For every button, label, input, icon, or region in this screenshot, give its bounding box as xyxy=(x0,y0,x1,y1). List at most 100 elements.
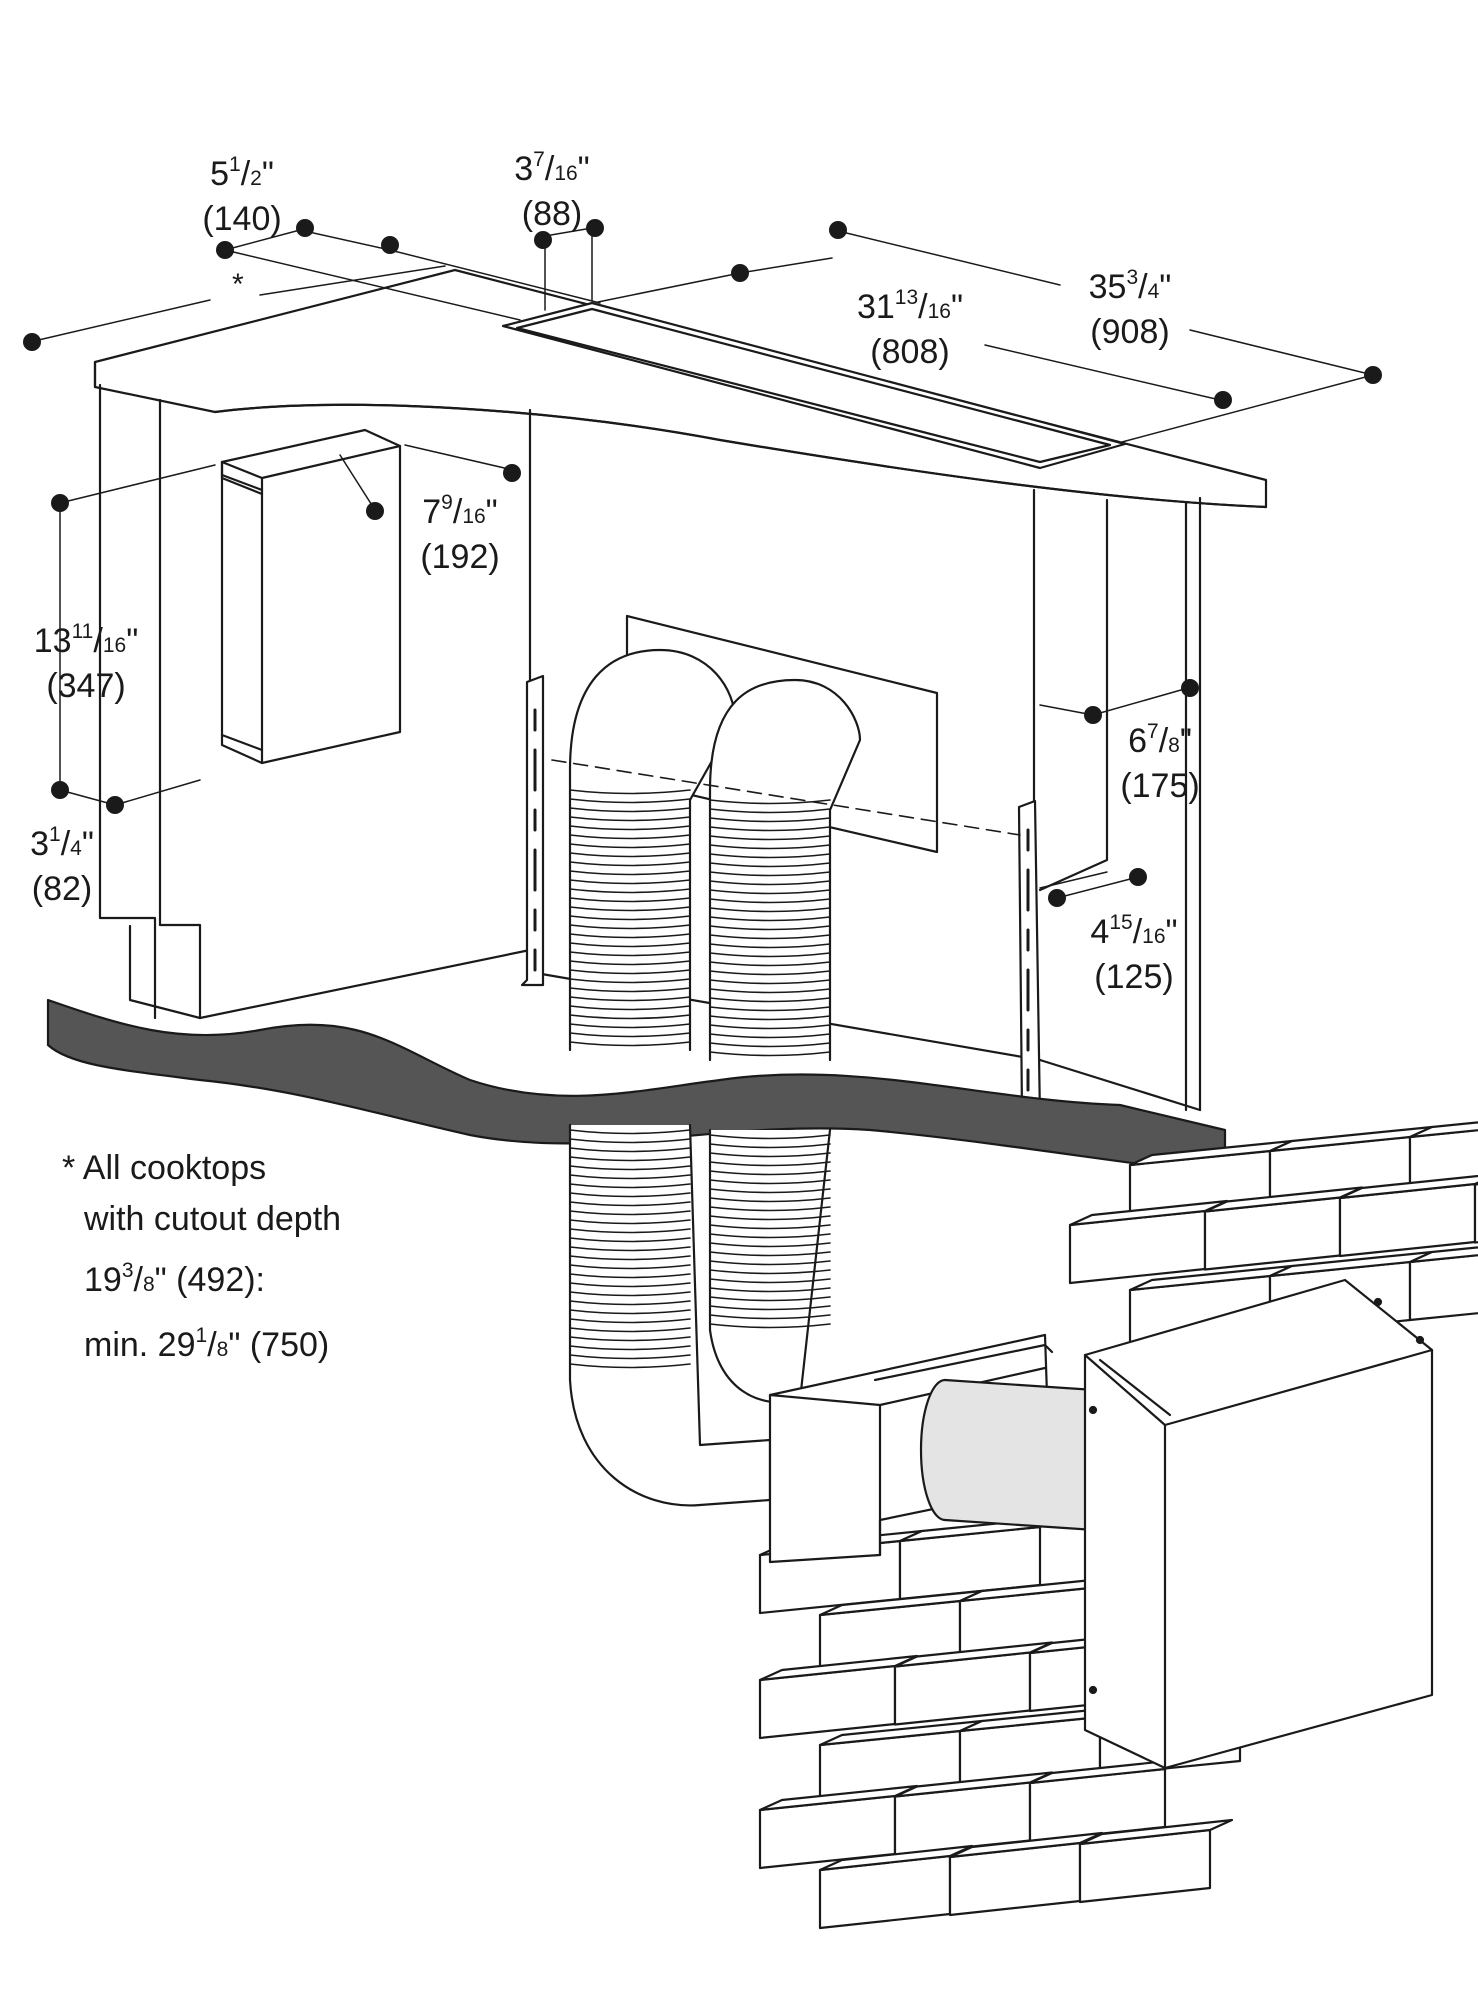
brick-top xyxy=(1338,1174,1478,1200)
brick-top xyxy=(1078,1818,1234,1846)
footnote-line-4: min. 291/8" (750) xyxy=(84,1324,330,1364)
dim-88-numerator: 7 xyxy=(533,148,545,171)
duct-rib xyxy=(569,1174,691,1180)
duct-rib xyxy=(709,952,831,958)
duct-rib xyxy=(569,1273,691,1279)
duct-rib xyxy=(709,1296,831,1302)
duct-rib xyxy=(569,1192,691,1198)
duct-rib xyxy=(709,1305,831,1311)
downdraft-vent-slot xyxy=(501,301,1127,470)
duct-rib xyxy=(709,943,831,949)
dim-192-numerator: 9 xyxy=(441,491,453,514)
duct-rib xyxy=(709,1323,831,1329)
dim-125-numerator: 15 xyxy=(1109,911,1133,934)
inch-mark: " xyxy=(1165,913,1178,951)
dim-82-denominator: 4 xyxy=(70,837,82,860)
duct-rib xyxy=(709,1134,831,1140)
duct-rib xyxy=(569,1129,691,1135)
duct-rib xyxy=(569,1345,691,1351)
duct-rib xyxy=(709,1015,831,1021)
duct-rib xyxy=(709,799,831,805)
dim-908-denominator: 4 xyxy=(1147,280,1160,303)
duct-rib xyxy=(709,1224,831,1230)
duct-rib xyxy=(709,1206,831,1212)
duct-rib xyxy=(569,807,691,813)
duct-rib xyxy=(709,997,831,1003)
dim-82-whole: 3 xyxy=(30,825,50,863)
duct-rib xyxy=(569,1354,691,1360)
duct-rib xyxy=(709,1269,831,1275)
dimension-lines xyxy=(29,227,1374,899)
duct-rib xyxy=(569,1210,691,1216)
duct-rib xyxy=(569,1183,691,1189)
duct-rib xyxy=(569,825,691,831)
dim-140-denominator: 2 xyxy=(250,167,262,190)
dim-808-metric: (808) xyxy=(870,333,950,371)
dim-175-numerator: 7 xyxy=(1147,720,1159,743)
inch-mark: " xyxy=(261,155,274,193)
dim-347-denominator: 16 xyxy=(102,634,127,657)
duct-rib xyxy=(569,1219,691,1225)
duct-rib xyxy=(709,1242,831,1248)
dim-88-metric: (88) xyxy=(521,195,583,233)
duct-rib xyxy=(569,1327,691,1333)
footnote-line-4-numerator: 1 xyxy=(195,1324,208,1347)
dimension-label-140: 51/2" (140) xyxy=(202,153,282,238)
dim-125-metric: (125) xyxy=(1094,958,1174,996)
duct-rib xyxy=(709,970,831,976)
dim-82-metric: (82) xyxy=(31,870,93,908)
asterisk-marker: * xyxy=(232,268,244,301)
duct-rib xyxy=(569,897,691,903)
duct-rib xyxy=(709,1188,831,1194)
duct-rib xyxy=(569,1336,691,1342)
footnote-line-4-rest: " (750) xyxy=(228,1326,330,1364)
footnote-line-2: with cutout depth xyxy=(84,1200,342,1238)
dim-140-whole: 5 xyxy=(210,155,229,193)
duct-rib xyxy=(569,1041,691,1047)
dimension-label-808: 3113/16" (808) xyxy=(856,286,964,371)
duct-rib xyxy=(569,1005,691,1011)
duct-rib xyxy=(569,861,691,867)
duct-rib xyxy=(709,1278,831,1284)
duct-rib xyxy=(569,996,691,1002)
footnote-line-3-numerator: 3 xyxy=(121,1259,134,1282)
duct-rib xyxy=(569,906,691,912)
duct-rib xyxy=(709,1042,831,1048)
duct-rib xyxy=(569,1147,691,1153)
duct-rib xyxy=(709,1006,831,1012)
dim-908-metric: (908) xyxy=(1090,313,1170,351)
duct-rib xyxy=(569,1264,691,1270)
duct-rib xyxy=(709,835,831,841)
duct-rib xyxy=(569,1156,691,1162)
duct-rib xyxy=(709,1215,831,1221)
wall-transition xyxy=(768,1333,1097,1564)
duct-rib xyxy=(709,1170,831,1176)
footnote: * All cooktops with cutout depth 193/8" … xyxy=(62,1143,341,1375)
duct-rib xyxy=(709,853,831,859)
duct-rib xyxy=(569,834,691,840)
inch-mark: " xyxy=(1179,722,1192,760)
duct-rib xyxy=(569,1300,691,1306)
duct-rib xyxy=(569,1201,691,1207)
duct-rib xyxy=(569,843,691,849)
inch-mark: " xyxy=(577,150,590,188)
duct-rib xyxy=(709,1033,831,1039)
dim-192-whole: 7 xyxy=(422,493,442,531)
duct-rib xyxy=(709,817,831,823)
duct-rib xyxy=(569,915,691,921)
duct-rib xyxy=(709,925,831,931)
dim-88-whole: 3 xyxy=(514,150,534,188)
duct-rib xyxy=(569,1363,691,1369)
flex-ducts-upper xyxy=(568,648,862,1062)
duct-rib xyxy=(569,1014,691,1020)
dim-347-metric: (347) xyxy=(46,667,126,705)
flex-ducts-lower xyxy=(568,1123,832,1507)
brick-top xyxy=(1408,1246,1478,1264)
footnote-line-4-prefix: min. 29 xyxy=(84,1326,196,1364)
dim-908-whole: 35 xyxy=(1088,268,1127,306)
duct-rib xyxy=(709,826,831,832)
duct-rib xyxy=(709,1197,831,1203)
dim-82-numerator: 1 xyxy=(49,823,61,846)
footnote-line-3-whole: 19 xyxy=(84,1261,122,1299)
